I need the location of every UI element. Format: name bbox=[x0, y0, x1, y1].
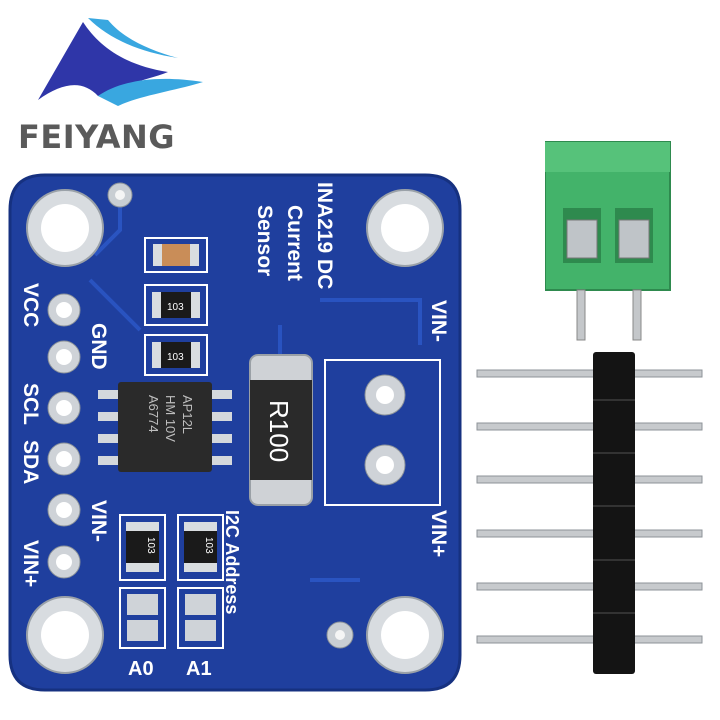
logo-wave-dark bbox=[38, 22, 168, 100]
pin-label-gnd: GND bbox=[87, 323, 110, 370]
screw-terminal-block bbox=[545, 141, 671, 341]
terminal-label-vin-plus: VIN+ bbox=[427, 510, 450, 557]
chip-marking-1: AP12L bbox=[180, 395, 195, 434]
svg-text:103: 103 bbox=[203, 537, 214, 554]
jumper-label-a1: A1 bbox=[186, 658, 212, 680]
pcb-body bbox=[8, 173, 462, 692]
board-pin-pads bbox=[47, 293, 81, 579]
address-jumper-a1 bbox=[177, 587, 224, 649]
chip-marking-2: HM 10V bbox=[163, 395, 178, 442]
board-title-line2: Current bbox=[283, 205, 306, 281]
i2c-address-label: I2C Address bbox=[222, 510, 242, 614]
logo-wave-cyan-top bbox=[88, 18, 178, 58]
pin-label-sda: SDA bbox=[19, 440, 42, 484]
address-jumper-a0 bbox=[119, 587, 166, 649]
brand-logo bbox=[38, 18, 203, 106]
pin-label-scl: SCL bbox=[19, 383, 42, 425]
smd-resistor-2: 103 bbox=[144, 334, 208, 376]
terminal-outline bbox=[324, 359, 441, 506]
male-pin-header bbox=[476, 352, 703, 674]
smd-resistor-4: 103 bbox=[177, 514, 224, 581]
smd-capacitor bbox=[144, 237, 208, 273]
resistor-code: 103 bbox=[167, 352, 184, 363]
smd-resistor-1: 103 bbox=[144, 284, 208, 326]
svg-text:103: 103 bbox=[145, 537, 156, 554]
shunt-label: R100 bbox=[264, 400, 294, 462]
resistor-code: 103 bbox=[167, 302, 184, 313]
chip-marking-3: A6774 bbox=[146, 395, 161, 433]
header-pins bbox=[476, 369, 703, 644]
board-title-line3: Sensor bbox=[253, 205, 276, 276]
header-plastic-body bbox=[593, 352, 635, 674]
mounting-holes bbox=[26, 189, 444, 674]
shunt-resistor: R100 bbox=[249, 354, 313, 506]
pin-label-vin-plus: VIN+ bbox=[19, 540, 42, 587]
smd-resistor-3: 103 bbox=[119, 514, 166, 581]
terminal-label-vin-minus: VIN- bbox=[427, 300, 450, 342]
logo-wave-cyan bbox=[98, 78, 203, 106]
ina219-chip: AP12L HM 10V A6774 bbox=[98, 382, 232, 472]
brand-name: FEIYANG bbox=[18, 118, 176, 156]
jumper-label-a0: A0 bbox=[128, 658, 154, 680]
pin-label-vcc: VCC bbox=[19, 283, 42, 327]
pin-label-vin-minus: VIN- bbox=[87, 500, 110, 542]
board-title-line1: INA219 DC bbox=[313, 182, 336, 289]
